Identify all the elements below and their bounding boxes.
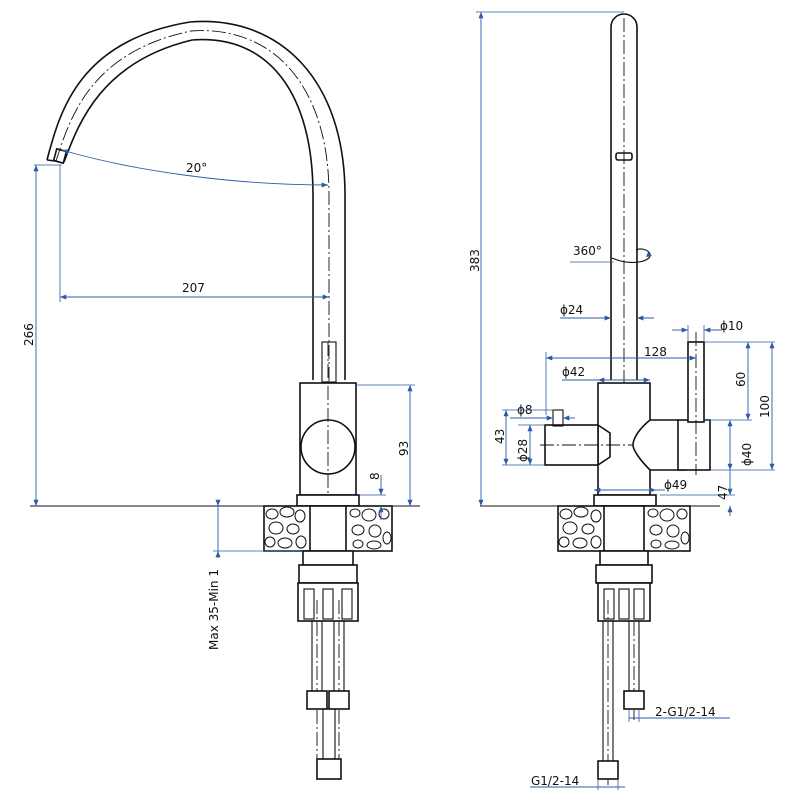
label-swivel: 360° — [573, 244, 602, 258]
label-total-height: 383 — [468, 249, 482, 272]
left-view: 20° 207 266 93 8 Max 35-Min 1 — [22, 20, 420, 780]
label-deck-thickness: Max 35-Min 1 — [207, 569, 221, 650]
spout-inner-curve — [63, 38, 314, 380]
label-angle-spout: 20° — [186, 161, 207, 175]
swivel-arrow — [611, 248, 651, 263]
label-body-height: 93 — [397, 441, 411, 456]
side-stem — [552, 409, 564, 427]
handle-stem — [321, 341, 337, 383]
lever-cartridge — [677, 419, 711, 471]
base-flange-left — [296, 494, 360, 507]
label-inlet-thread: G1/2-14 — [531, 774, 579, 788]
label-handle-reach: 128 — [644, 345, 667, 359]
spout-tube-right — [610, 13, 638, 380]
deck-bore-left — [309, 505, 347, 552]
spout-outer-curve — [46, 20, 346, 380]
center-hose-left — [322, 708, 336, 760]
label-reach: 207 — [182, 281, 205, 295]
label-dia-lever-body: ϕ40 — [740, 443, 754, 466]
washer-right — [599, 550, 649, 566]
hose-nut-left-a — [306, 690, 328, 710]
washer-left — [302, 550, 354, 566]
hose-nut-left-b — [328, 690, 350, 710]
base-flange-right — [593, 494, 657, 507]
label-handle-len: 60 — [734, 372, 748, 387]
label-side-height: 43 — [493, 429, 507, 444]
hose-nut-right — [623, 690, 645, 710]
label-dia-side: ϕ28 — [516, 439, 530, 462]
label-dia-body: ϕ42 — [562, 365, 585, 379]
nut-plate-left — [298, 564, 358, 584]
label-hose-thread: 2-G1/2-14 — [655, 705, 716, 719]
label-base-height: 47 — [716, 485, 730, 500]
label-base-gap: 8 — [368, 472, 382, 480]
right-view: 360° ϕ24 — [468, 11, 775, 790]
inlet-nut-right — [597, 760, 619, 780]
label-handle-height: 100 — [758, 395, 772, 418]
label-dia-handle: ϕ10 — [720, 319, 743, 333]
stone-hatch-left — [264, 506, 392, 550]
label-height-outlet: 266 — [22, 323, 36, 346]
inlet-nut-left — [316, 758, 342, 780]
deck-bore-right — [603, 505, 645, 552]
nut-plate-right — [595, 564, 653, 584]
lever-head — [632, 419, 686, 471]
spout-centerline — [55, 30, 330, 500]
label-dia-spout: ϕ24 — [560, 303, 583, 317]
stone-hatch-right — [558, 506, 690, 550]
label-dia-base: ϕ49 — [664, 478, 687, 492]
